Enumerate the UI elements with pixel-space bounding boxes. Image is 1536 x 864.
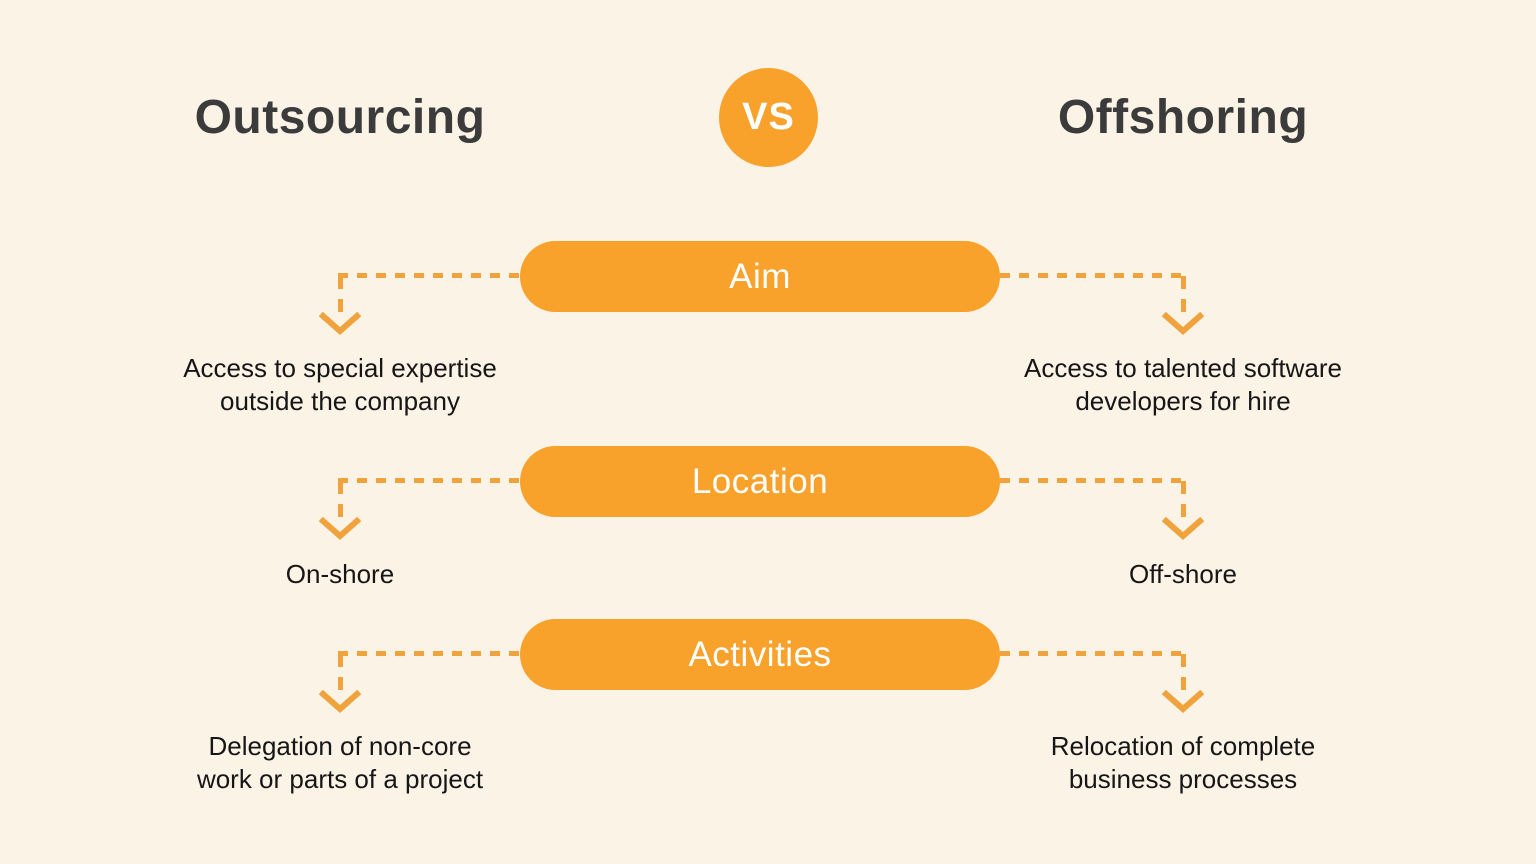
vs-badge: VS xyxy=(719,68,818,167)
dashed-connector-horizontal-right xyxy=(1000,651,1186,656)
pill-location-label: Location xyxy=(691,461,829,501)
vs-badge-label: VS xyxy=(742,96,795,138)
pill-activities-label: Activities xyxy=(688,634,832,674)
dashed-connector-vertical-left xyxy=(338,276,343,316)
activities-outsourcing-text: Delegation of non-core work or parts of … xyxy=(196,731,484,794)
dashed-connector-horizontal-right xyxy=(1000,273,1186,278)
location-outsourcing-text: On-shore xyxy=(285,559,395,589)
dashed-connector-horizontal-right xyxy=(1000,478,1186,483)
dashed-connector-vertical-left xyxy=(338,654,343,694)
dashed-connector-vertical-left xyxy=(338,481,343,521)
arrow-down-icon xyxy=(1161,312,1205,336)
pill-activities: Activities xyxy=(520,619,1000,690)
dashed-connector-horizontal-left xyxy=(338,273,520,278)
dashed-connector-horizontal-left xyxy=(338,651,520,656)
dashed-connector-horizontal-left xyxy=(338,478,520,483)
dashed-connector-vertical-right xyxy=(1181,654,1186,694)
arrow-down-icon xyxy=(318,690,362,714)
dashed-connector-vertical-right xyxy=(1181,276,1186,316)
location-offshoring-text: Off-shore xyxy=(1129,559,1237,589)
arrow-down-icon xyxy=(1161,517,1205,541)
dashed-connector-vertical-right xyxy=(1181,481,1186,521)
pill-aim: Aim xyxy=(520,241,1000,312)
aim-offshoring-text: Access to talented software developers f… xyxy=(1024,353,1342,416)
pill-aim-label: Aim xyxy=(729,256,791,296)
arrow-down-icon xyxy=(1161,690,1205,714)
activities-offshoring-text: Relocation of complete business processe… xyxy=(1050,731,1316,794)
arrow-down-icon xyxy=(318,312,362,336)
aim-outsourcing-text: Access to special expertise outside the … xyxy=(183,353,497,416)
title-offshoring: Offshoring xyxy=(1057,91,1309,144)
pill-location: Location xyxy=(520,446,1000,517)
arrow-down-icon xyxy=(318,517,362,541)
title-outsourcing: Outsourcing xyxy=(194,91,486,144)
